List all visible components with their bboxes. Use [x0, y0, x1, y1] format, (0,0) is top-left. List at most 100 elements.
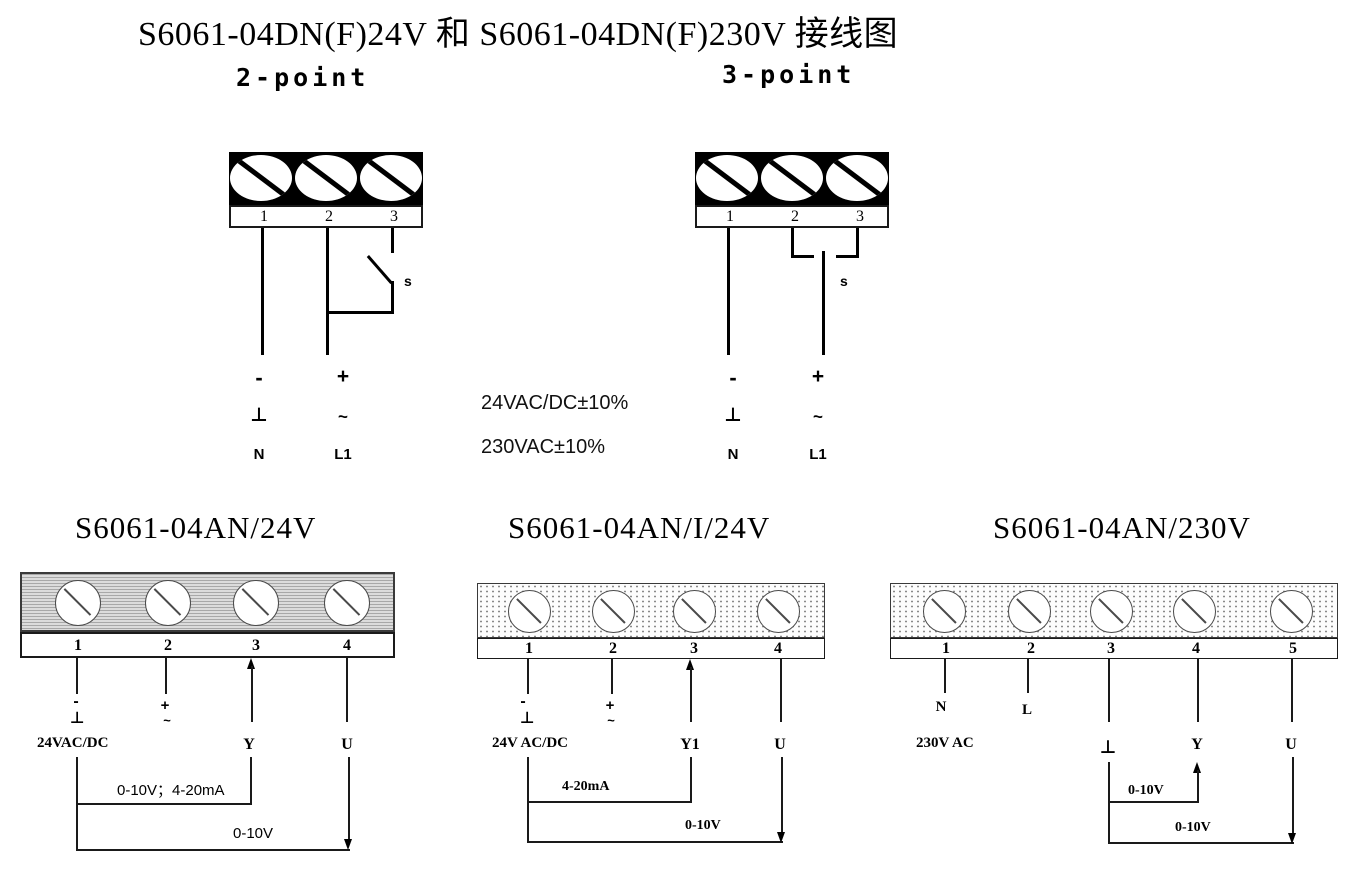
- wire: [76, 849, 350, 851]
- screw-icon: [230, 155, 292, 201]
- terminal-number: 1: [525, 640, 533, 657]
- minus-symbol: -: [73, 693, 79, 710]
- terminal-strip: 1 2 3 4: [477, 638, 825, 659]
- wire: [76, 803, 252, 805]
- label-line: L1: [809, 446, 827, 463]
- plus-symbol: +: [336, 365, 350, 388]
- wire: [1291, 659, 1293, 722]
- label-u: U: [341, 736, 353, 753]
- switch-label: s: [404, 273, 412, 289]
- ac-symbol: ~: [163, 713, 171, 728]
- terminal-number: 3: [1107, 640, 1115, 657]
- wire: [527, 659, 529, 694]
- label-y: Y: [243, 736, 255, 753]
- wire: [527, 841, 783, 843]
- label-u: U: [1285, 736, 1297, 753]
- screw-icon: [1090, 590, 1133, 633]
- label-line: L1: [334, 446, 352, 463]
- wire: [780, 659, 782, 722]
- terminal-block: [890, 583, 1338, 638]
- wire: [781, 757, 783, 834]
- terminal-number: 4: [343, 637, 351, 654]
- ground-symbol: ⊥: [724, 404, 742, 426]
- terminal-number: 3: [690, 640, 698, 657]
- screw-icon: [324, 580, 370, 626]
- terminal-number: 1: [942, 640, 950, 657]
- wire: [261, 228, 264, 355]
- label-y1: Y1: [680, 736, 700, 753]
- screw-icon: [592, 590, 635, 633]
- terminal-number: 4: [1192, 640, 1200, 657]
- terminal-number: 4: [774, 640, 782, 657]
- wire: [690, 667, 692, 722]
- label-neutral: N: [935, 699, 947, 715]
- wire: [791, 228, 794, 258]
- screw-icon: [761, 155, 823, 201]
- screw-icon: [360, 155, 422, 201]
- ground-symbol: ⊥: [519, 708, 535, 727]
- arrow-up-icon: [247, 658, 255, 669]
- diagram-title: S6061-04AN/230V: [993, 510, 1251, 545]
- wire: [251, 666, 253, 722]
- screw-icon: [145, 580, 191, 626]
- ground-symbol: ⊥: [250, 404, 268, 426]
- minus-symbol: -: [520, 693, 526, 710]
- screw-icon: [295, 155, 357, 201]
- terminal-number: 1: [726, 208, 734, 225]
- ground-symbol: ⊥: [69, 708, 85, 727]
- wire: [836, 255, 859, 258]
- wire: [527, 757, 529, 843]
- wire: [1108, 801, 1199, 803]
- wire: [165, 658, 167, 694]
- wire: [1108, 842, 1294, 844]
- wire: [611, 659, 613, 694]
- wire: [391, 228, 394, 253]
- wire: [76, 658, 78, 694]
- screw-icon: [757, 590, 800, 633]
- wire: [346, 658, 348, 722]
- diagram-3point-label: 3-point: [722, 60, 856, 89]
- wire: [326, 228, 329, 355]
- terminal-number: 2: [791, 208, 799, 225]
- signal-label-y: 0-10V: [1128, 783, 1164, 798]
- diagram-title: S6061-04AN/24V: [75, 510, 317, 545]
- arrow-down-icon: [344, 839, 352, 850]
- screw-icon: [1173, 590, 1216, 633]
- wire: [727, 228, 730, 355]
- diagram-2point-label: 2-point: [236, 63, 370, 92]
- label-neutral: N: [727, 446, 739, 463]
- signal-label-u: 0-10V: [233, 825, 274, 842]
- screw-icon: [923, 590, 966, 633]
- terminal-number: 2: [609, 640, 617, 657]
- label-neutral: N: [253, 446, 265, 463]
- diagram-title: S6061-04AN/I/24V: [508, 510, 771, 545]
- power-label: 230V AC: [916, 735, 974, 751]
- ac-symbol: ~: [338, 407, 348, 426]
- signal-label-y: 4-20mA: [562, 779, 610, 794]
- screw-icon: [55, 580, 101, 626]
- label-u: U: [774, 736, 786, 753]
- terminal-number: 3: [390, 208, 398, 225]
- wire: [1027, 659, 1029, 693]
- terminal-block: [20, 572, 395, 632]
- wire: [1108, 659, 1110, 722]
- wire: [1292, 757, 1294, 835]
- signal-label-y: 0-10V；4-20mA: [117, 782, 225, 799]
- page-title: S6061-04DN(F)24V 和 S6061-04DN(F)230V 接线图: [138, 16, 899, 53]
- screw-icon: [826, 155, 888, 201]
- supply-note-24v: 24VAC/DC±10%: [481, 392, 629, 414]
- ac-symbol: ~: [813, 407, 823, 426]
- terminal-number: 1: [260, 208, 268, 225]
- wire: [250, 757, 252, 805]
- label-y: Y: [1191, 736, 1203, 753]
- ac-symbol: ~: [607, 713, 615, 728]
- terminal-number: 2: [164, 637, 172, 654]
- screw-icon: [673, 590, 716, 633]
- plus-symbol: +: [811, 365, 825, 388]
- ground-symbol: ⊥: [1099, 737, 1117, 758]
- arrow-down-icon: [777, 832, 785, 843]
- plus-symbol: +: [160, 697, 170, 714]
- terminal-strip: 1 2 3: [229, 205, 423, 228]
- wire: [391, 281, 394, 313]
